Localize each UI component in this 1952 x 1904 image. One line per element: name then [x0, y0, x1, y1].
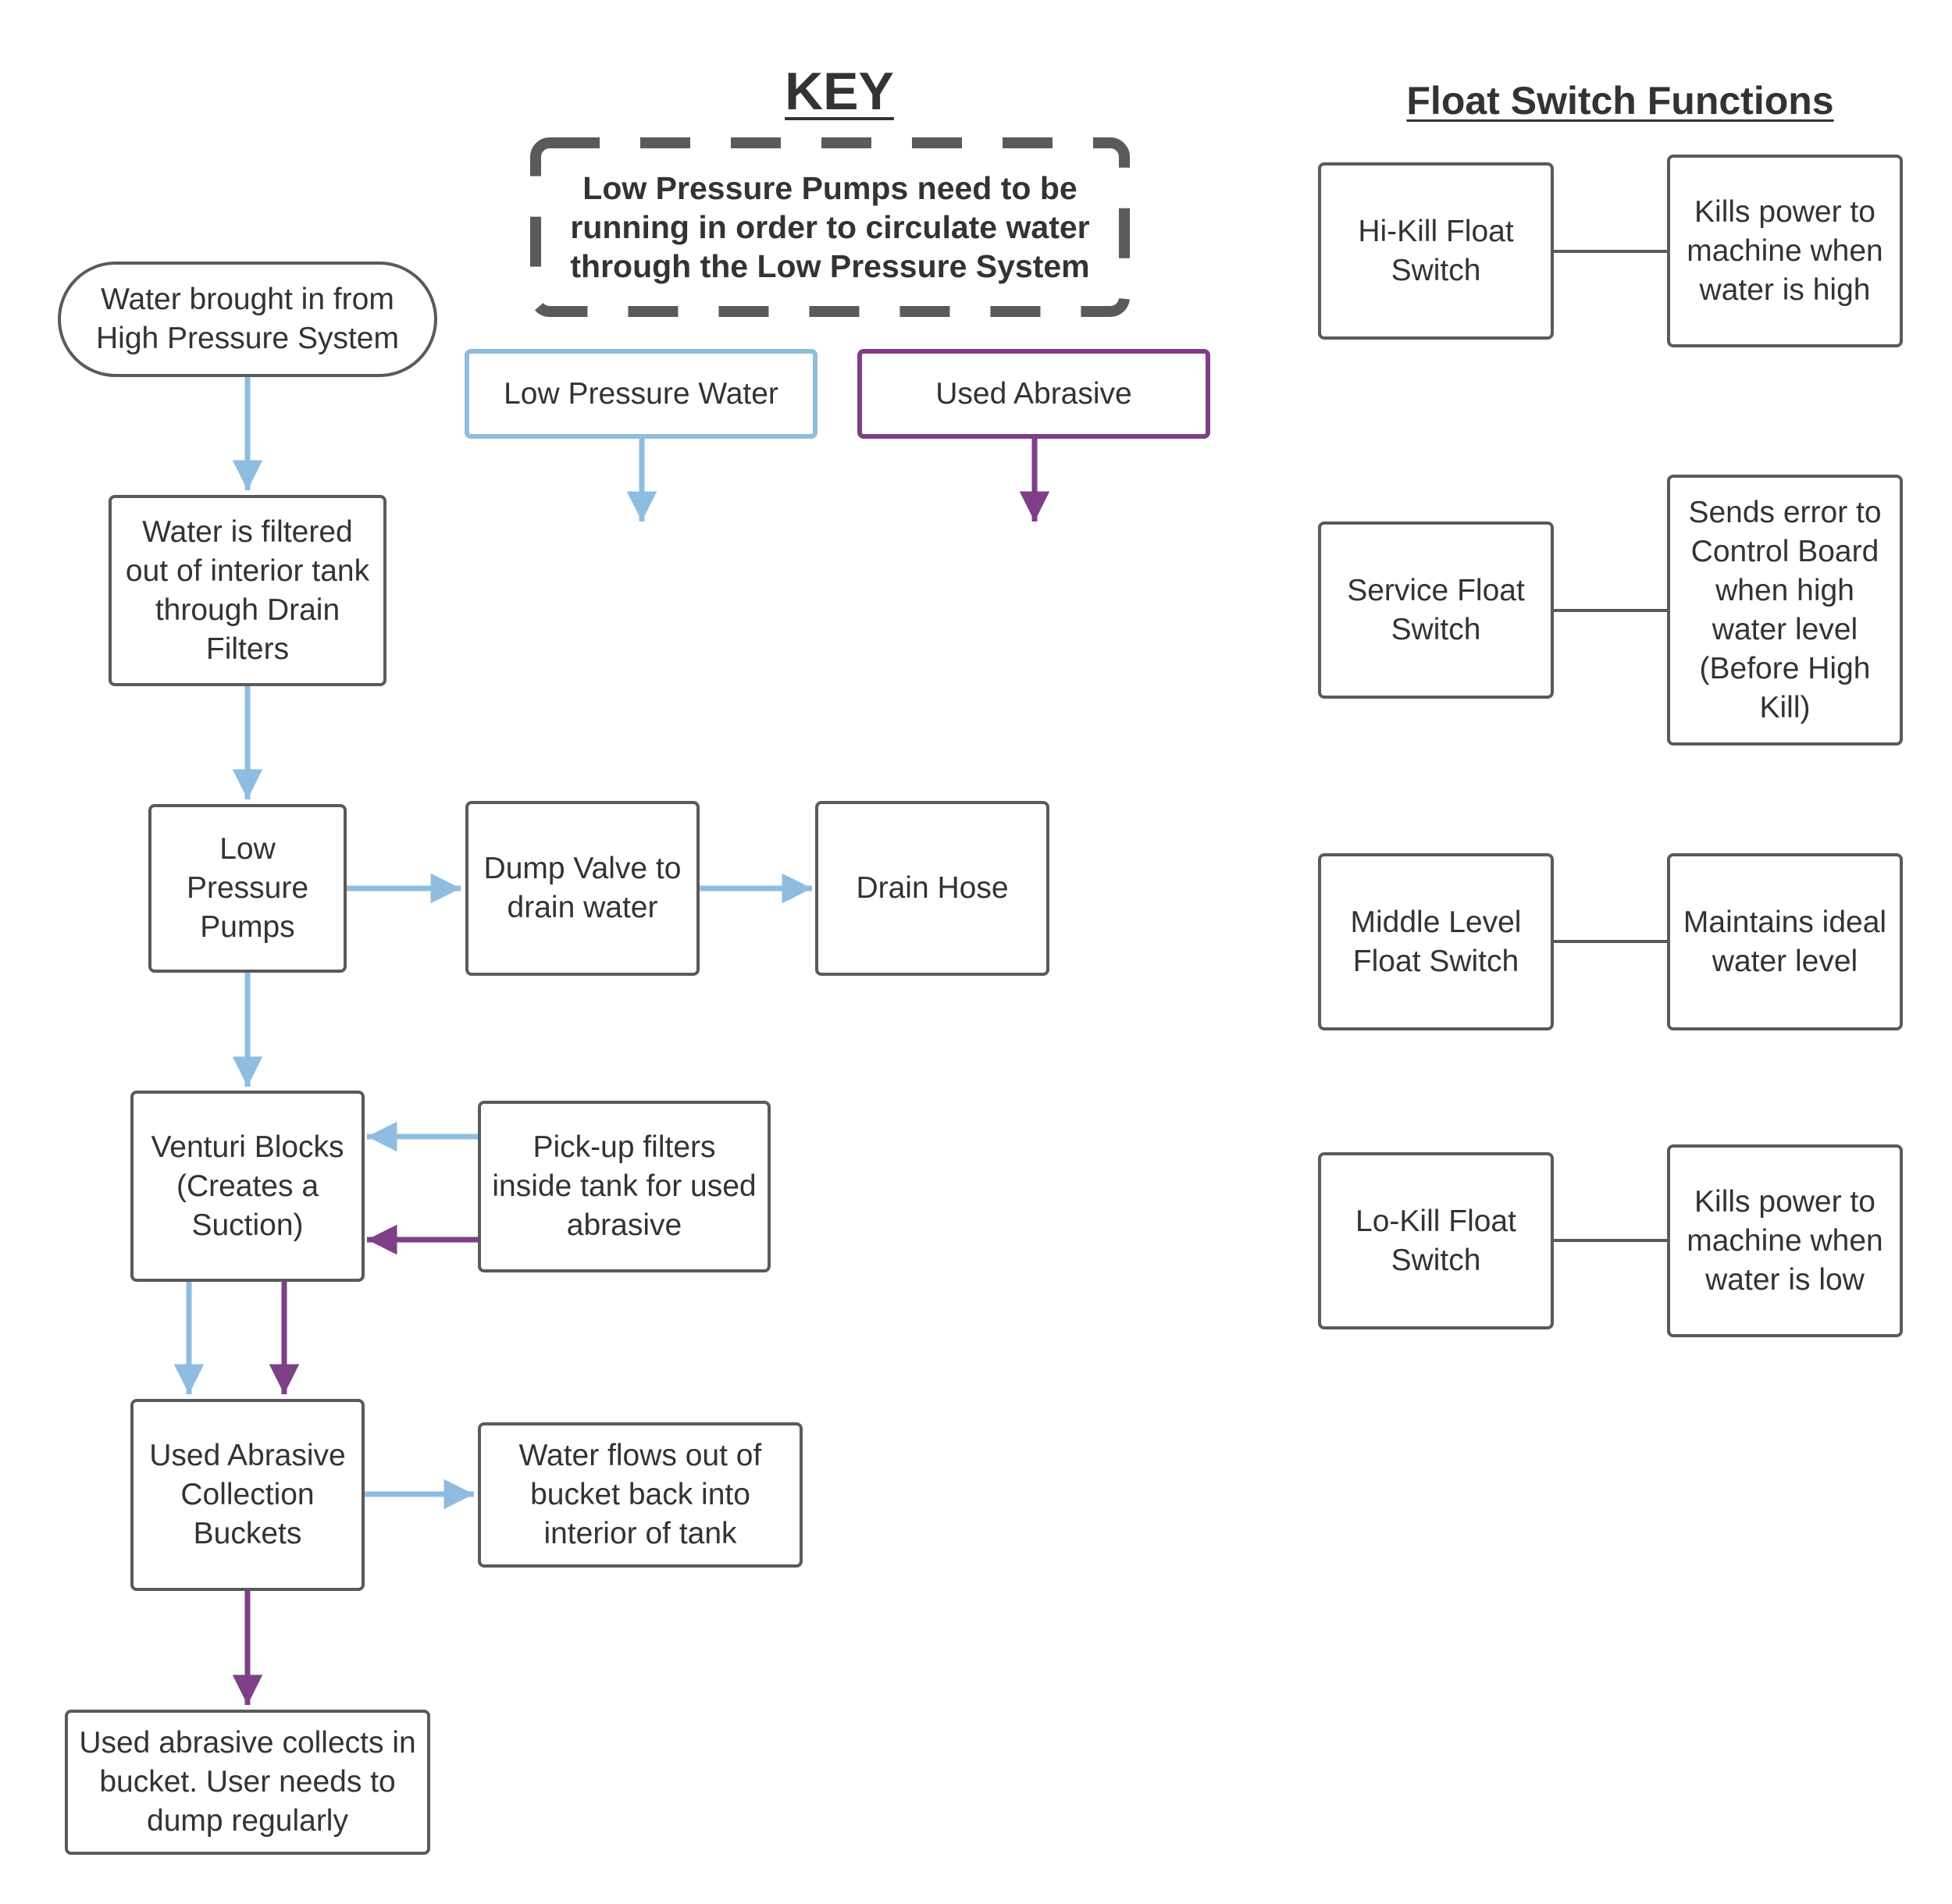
middle-function-label: Maintains ideal water level [1683, 905, 1887, 978]
legend-used-abrasive: Used Abrasive [857, 349, 1210, 439]
service-function-box: Sends error to Control Board when high w… [1667, 475, 1903, 746]
hi-kill-function-label: Kills power to machine when water is hig… [1687, 194, 1883, 307]
drain-hose-box: Drain Hose [815, 801, 1049, 976]
middle-switch-box: Middle Level Float Switch [1318, 853, 1554, 1030]
middle-switch-label: Middle Level Float Switch [1350, 905, 1522, 978]
hi-kill-switch-box: Hi-Kill Float Switch [1318, 162, 1554, 340]
collects-box-label: Used abrasive collects in bucket. User n… [79, 1726, 416, 1838]
key-title: KEY [785, 62, 894, 121]
key-notice-text: Low Pressure Pumps need to be running in… [570, 170, 1090, 284]
dump-valve-box-label: Dump Valve to drain water [483, 852, 682, 924]
pickup-filters-box-label: Pick-up filters inside tank for used abr… [492, 1130, 757, 1242]
lo-kill-switch-label: Lo-Kill Float Switch [1355, 1204, 1516, 1277]
pumps-box-label: Low Pressure Pumps [186, 832, 309, 944]
dump-valve-box: Dump Valve to drain water [465, 801, 700, 976]
lo-kill-switch-box: Lo-Kill Float Switch [1318, 1152, 1554, 1329]
collects-box: Used abrasive collects in bucket. User n… [65, 1710, 430, 1855]
legend-low-pressure-water: Low Pressure Water [465, 349, 817, 439]
filter-box: Water is filtered out of interior tank t… [109, 495, 386, 686]
service-function-label: Sends error to Control Board when high w… [1688, 495, 1882, 724]
legend-used-abrasive-label: Used Abrasive [935, 376, 1132, 411]
hi-kill-function-box: Kills power to machine when water is hig… [1667, 155, 1903, 347]
start-node-label: Water brought in from High Pressure Syst… [96, 283, 399, 355]
service-switch-box: Service Float Switch [1318, 521, 1554, 699]
water-out-box-label: Water flows out of bucket back into inte… [518, 1439, 762, 1550]
drain-hose-box-label: Drain Hose [856, 871, 1009, 905]
water-out-box: Water flows out of bucket back into inte… [478, 1422, 803, 1568]
venturi-box: Venturi Blocks (Creates a Suction) [130, 1091, 365, 1282]
legend-low-pressure-water-label: Low Pressure Water [504, 376, 778, 411]
key-notice-frame [530, 137, 1130, 317]
float-switch-functions-title: Float Switch Functions [1406, 79, 1834, 123]
lo-kill-function-label: Kills power to machine when water is low [1687, 1184, 1883, 1297]
middle-function-box: Maintains ideal water level [1667, 853, 1903, 1030]
venturi-box-label: Venturi Blocks (Creates a Suction) [151, 1130, 344, 1242]
pickup-filters-box: Pick-up filters inside tank for used abr… [478, 1101, 771, 1272]
hi-kill-switch-label: Hi-Kill Float Switch [1358, 214, 1514, 287]
buckets-box-label: Used Abrasive Collection Buckets [149, 1439, 346, 1550]
filter-box-label: Water is filtered out of interior tank t… [125, 514, 370, 666]
service-switch-label: Service Float Switch [1347, 573, 1525, 646]
buckets-box: Used Abrasive Collection Buckets [130, 1399, 365, 1591]
pumps-box: Low Pressure Pumps [148, 804, 347, 973]
start-node: Water brought in from High Pressure Syst… [58, 262, 437, 377]
lo-kill-function-box: Kills power to machine when water is low [1667, 1144, 1903, 1337]
